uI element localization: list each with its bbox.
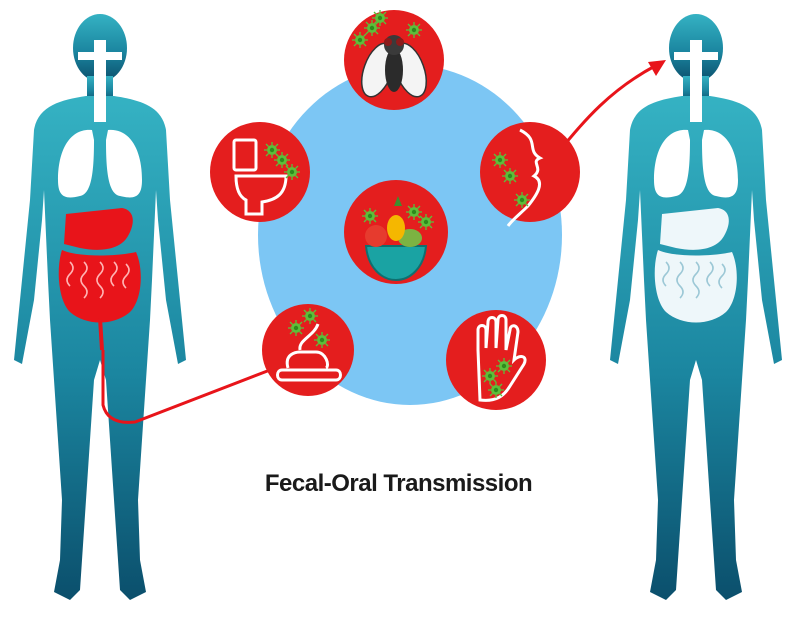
- airway: [94, 40, 106, 122]
- feces-icon: [262, 304, 354, 396]
- hand-icon: [446, 310, 546, 410]
- diagram-caption: Fecal-Oral Transmission: [264, 470, 533, 497]
- airway: [690, 40, 702, 122]
- fly-icon: [344, 9, 444, 110]
- toilet-icon: [210, 122, 310, 222]
- food-bowl-icon: [344, 180, 448, 284]
- infected-person-figure: [14, 14, 186, 600]
- lungs: [58, 129, 142, 198]
- red-digestive-organs: [64, 208, 133, 250]
- white-digestive-organs: [660, 208, 729, 250]
- lungs: [654, 129, 738, 198]
- healthy-person-figure: [610, 14, 782, 600]
- outgoing-arrow: [101, 350, 271, 424]
- mouth-icon: [480, 122, 580, 227]
